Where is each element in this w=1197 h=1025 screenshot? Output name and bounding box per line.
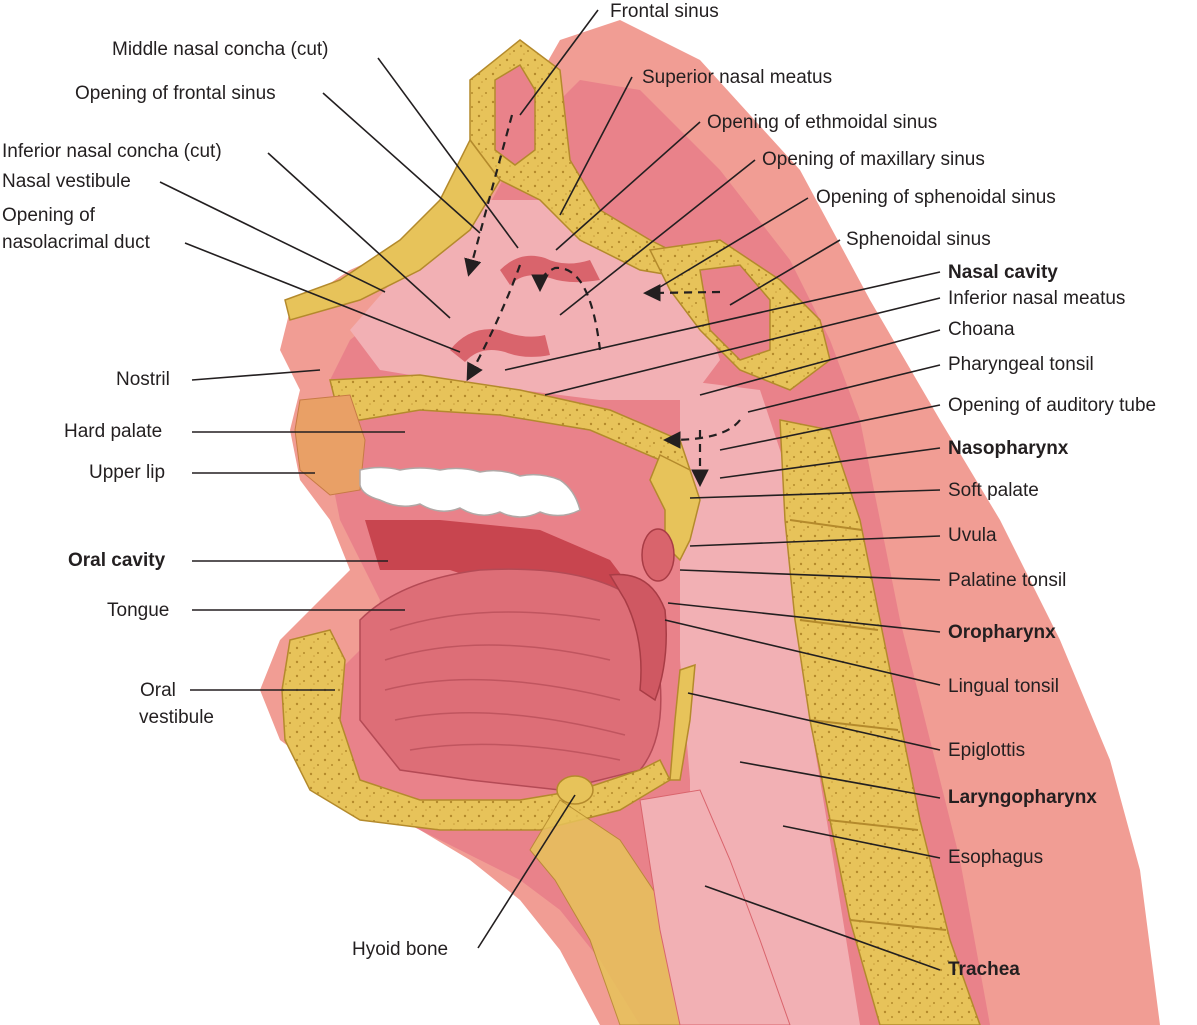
mandible-bone [281,629,671,831]
label-opening-sphenoidal-sinus: Opening of sphenoidal sinus [816,187,1056,208]
label-opening-nasolacrimal-line2: nasolacrimal duct [2,232,150,253]
airflow-arrow-maxillary [531,266,602,351]
label-sphenoidal-sinus: Sphenoidal sinus [846,229,991,250]
tongue-shape [359,568,662,791]
label-epiglottis: Epiglottis [948,740,1026,761]
label-palatine-tonsil: Palatine tonsil [948,570,1067,591]
label-opening-ethmoidal-sinus: Opening of ethmoidal sinus [707,112,938,133]
label-opening-auditory-tube: Opening of auditory tube [948,395,1157,416]
airflow-arrow-sphenoid [642,284,721,302]
label-nasal-cavity: Nasal cavity [948,262,1058,283]
label-nasal-vestibule: Nasal vestibule [2,171,131,192]
label-inferior-nasal-meatus: Inferior nasal meatus [948,288,1126,309]
label-choana: Choana [948,319,1015,340]
label-oropharynx: Oropharynx [948,622,1056,643]
label-lingual-tonsil: Lingual tonsil [948,676,1059,697]
label-esophagus: Esophagus [948,847,1044,868]
label-hyoid-bone: Hyoid bone [352,939,449,960]
label-nostril: Nostril [116,369,170,390]
label-opening-frontal-sinus: Opening of frontal sinus [75,83,276,104]
label-opening-maxillary-sinus: Opening of maxillary sinus [762,149,985,170]
label-soft-palate: Soft palate [948,480,1039,501]
hyoid-bone-shape [556,775,594,805]
label-hard-palate: Hard palate [64,421,163,442]
airflow-arrow-concha [466,264,522,382]
label-tongue: Tongue [107,600,170,621]
label-oral-vestibule-line2: vestibule [139,707,214,728]
upper-teeth [359,466,581,518]
label-oral-cavity: Oral cavity [68,550,166,571]
label-laryngopharynx: Laryngopharynx [948,787,1097,808]
inferior-concha [450,329,550,362]
label-upper-lip: Upper lip [89,462,166,483]
vertebral-discs [789,519,947,931]
frontal-sinus-cavity [494,63,536,166]
middle-concha [500,255,600,285]
upper-lip-shape [294,394,366,496]
label-pharyngeal-tonsil: Pharyngeal tonsil [948,354,1094,375]
label-superior-nasal-meatus: Superior nasal meatus [642,67,833,88]
label-frontal-sinus: Frontal sinus [610,1,719,22]
airflow-arrow-frontal [464,114,514,277]
trachea-shape [639,789,791,1025]
label-inferior-nasal-concha: Inferior nasal concha (cut) [2,141,222,162]
label-trachea: Trachea [948,959,1020,980]
sphenoidal-sinus-cavity [699,264,771,361]
nasal-bone [284,138,501,321]
label-nasopharynx: Nasopharynx [948,438,1069,459]
leader-lines-left [159,57,576,949]
label-opening-nasolacrimal-line1: Opening of [2,205,95,226]
neck-soft-tissue [529,799,691,1025]
label-uvula: Uvula [948,525,997,546]
label-middle-nasal-concha: Middle nasal concha (cut) [112,39,329,60]
airflow-arrow-auditory [662,419,741,449]
lingual-tonsil-shape [608,573,667,702]
leader-lines-right [504,9,941,971]
vertebral-column [779,419,981,1025]
label-oral-vestibule-line1: Oral [140,680,176,701]
tongue-fibers [384,611,626,761]
palatine-tonsil-shape [641,528,675,582]
